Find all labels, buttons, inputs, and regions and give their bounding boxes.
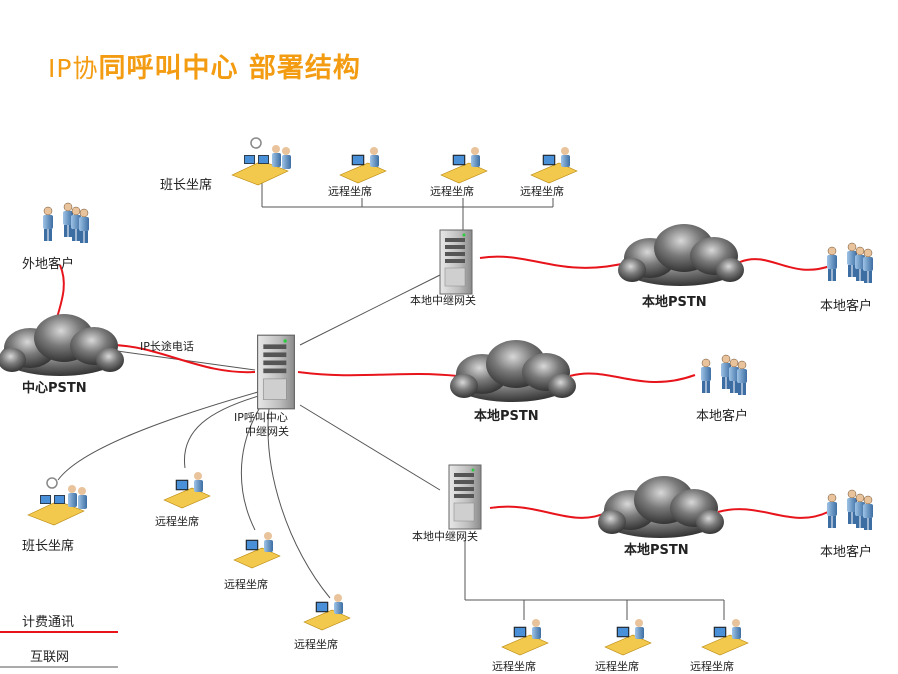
label-remote-seat-top-3: 远程坐席 bbox=[520, 184, 564, 198]
local-pstn-cloud-top bbox=[618, 224, 744, 286]
label-remote-seat-left-3: 远程坐席 bbox=[294, 637, 338, 651]
label-remote-seat-bottom-3: 远程坐席 bbox=[690, 659, 734, 673]
label-remote-seat-left-1: 远程坐席 bbox=[155, 514, 199, 528]
label-remote-seat-bottom-2: 远程坐席 bbox=[595, 659, 639, 673]
label-ip-gateway-line1: IP呼叫中心 bbox=[234, 411, 288, 424]
remote-seat-left-1-icon bbox=[163, 471, 211, 509]
remote-seat-bottom-3-icon bbox=[701, 618, 749, 656]
label-ip-gateway-line2: 中继网关 bbox=[245, 424, 289, 438]
local-client-top-icon bbox=[827, 243, 873, 283]
local-pstn-cloud-middle bbox=[450, 340, 576, 402]
local-gateway-bottom-icon bbox=[448, 464, 482, 530]
label-remote-seat-left-2: 远程坐席 bbox=[224, 577, 268, 591]
label-supervisor-left: 班长坐席 bbox=[22, 538, 74, 554]
label-remote-client: 外地客户 bbox=[22, 256, 74, 272]
label-ip-long-call: IP长途电话 bbox=[140, 339, 194, 353]
remote-seat-top-1-icon bbox=[339, 146, 387, 184]
remote-seat-left-3-icon bbox=[303, 593, 351, 631]
ip-gateway-icon bbox=[257, 334, 295, 410]
remote-seat-bottom-2-icon bbox=[604, 618, 652, 656]
label-remote-seat-bottom-1: 远程坐席 bbox=[492, 659, 536, 673]
label-supervisor-top: 班长坐席 bbox=[160, 177, 212, 193]
label-local-pstn-middle: 本地PSTN bbox=[474, 408, 539, 424]
label-local-client-bottom: 本地客户 bbox=[820, 544, 872, 560]
center-pstn-cloud bbox=[0, 314, 124, 376]
local-client-bottom-icon bbox=[827, 490, 873, 530]
label-remote-seat-top-2: 远程坐席 bbox=[430, 184, 474, 198]
remote-client-icon bbox=[43, 203, 89, 243]
supervisor-left-icon bbox=[27, 477, 88, 526]
billing-lines bbox=[52, 255, 831, 519]
supervisor-top-icon bbox=[231, 137, 292, 186]
local-client-middle-icon bbox=[701, 355, 747, 395]
label-local-pstn-top: 本地PSTN bbox=[642, 294, 707, 310]
remote-seat-top-2-icon bbox=[440, 146, 488, 184]
label-local-pstn-bottom: 本地PSTN bbox=[624, 542, 689, 558]
label-local-gateway-top: 本地中继网关 bbox=[410, 293, 476, 307]
local-pstn-cloud-bottom bbox=[598, 476, 724, 538]
page-title: IP协同呼叫中心 部署结构 bbox=[48, 53, 361, 84]
label-center-pstn: 中心PSTN bbox=[22, 380, 87, 396]
label-local-client-top: 本地客户 bbox=[820, 298, 872, 314]
remote-seat-left-2-icon bbox=[233, 531, 281, 569]
legend-internet-label: 互联网 bbox=[30, 650, 69, 665]
label-local-gateway-bottom: 本地中继网关 bbox=[412, 529, 478, 543]
remote-seat-bottom-1-icon bbox=[501, 618, 549, 656]
legend-billing-label: 计费通讯 bbox=[22, 615, 74, 630]
local-gateway-top-icon bbox=[439, 229, 473, 295]
label-remote-seat-top-1: 远程坐席 bbox=[328, 184, 372, 198]
label-local-client-middle: 本地客户 bbox=[696, 408, 748, 424]
remote-seat-top-3-icon bbox=[530, 146, 578, 184]
legend: 计费通讯 互联网 bbox=[0, 615, 118, 668]
